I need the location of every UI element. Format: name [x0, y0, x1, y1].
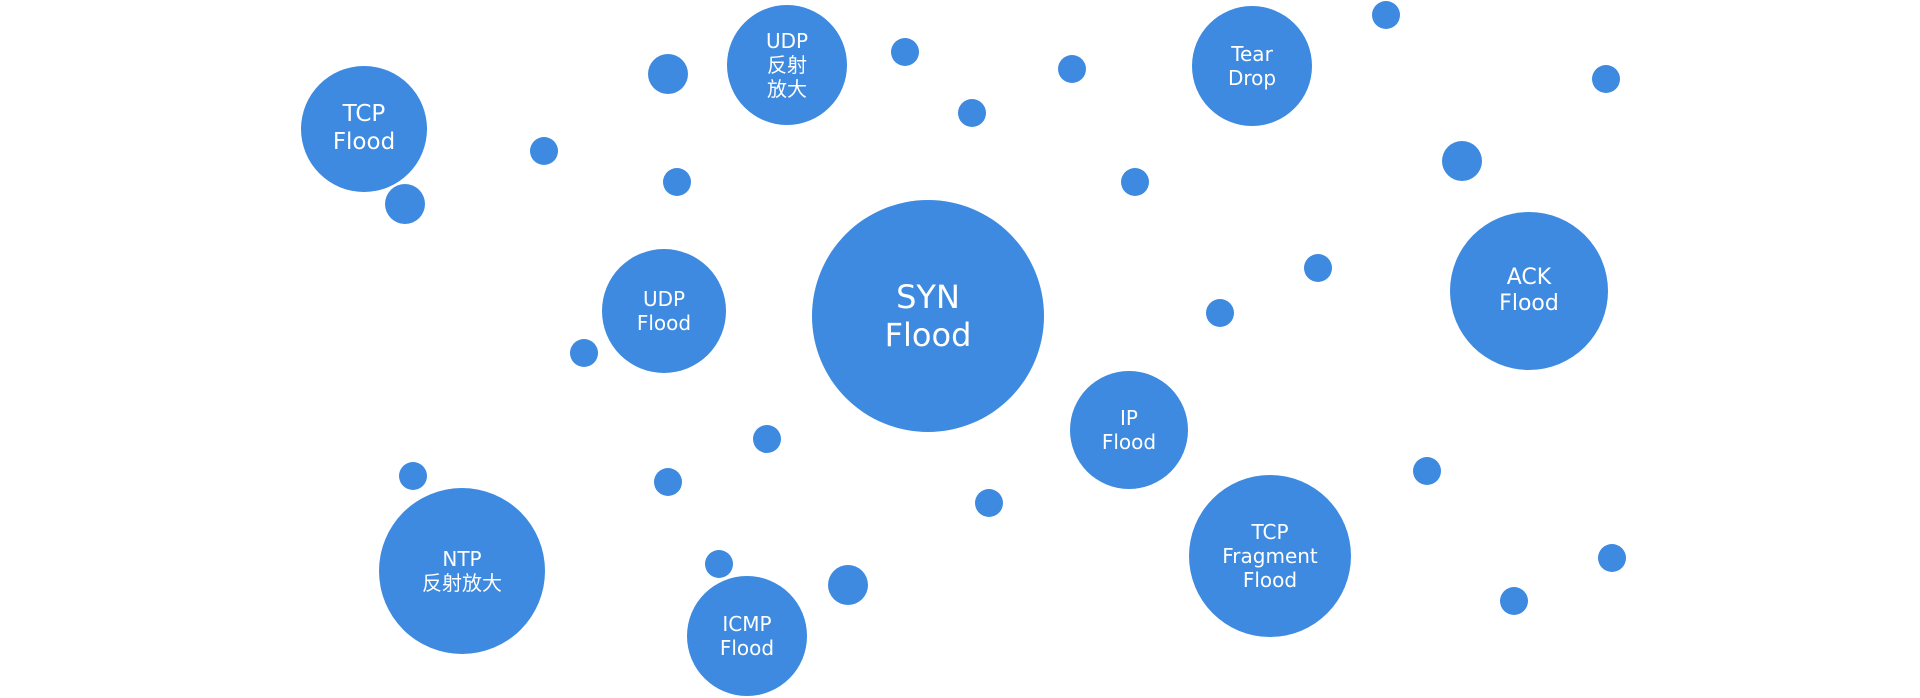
decorative-dot — [1598, 544, 1626, 572]
decorative-dot — [654, 468, 682, 496]
decorative-dot — [648, 54, 688, 94]
decorative-dot — [1592, 65, 1620, 93]
decorative-dot — [1304, 254, 1332, 282]
decorative-dot — [828, 565, 868, 605]
tear-drop-label-line: Tear — [1231, 42, 1273, 66]
ack-flood-label-line: ACK — [1506, 264, 1552, 290]
ntp-reflect-label-line: 反射放大 — [422, 571, 502, 595]
decorative-dot — [753, 425, 781, 453]
udp-reflect-label-line: UDP — [765, 29, 809, 53]
tcp-flood-label-line: TCP — [342, 101, 386, 128]
udp-flood-label-line: UDP — [642, 287, 686, 311]
tcp-flood-label-line: Flood — [332, 129, 396, 155]
decorative-dot — [958, 99, 986, 127]
decorative-dot — [663, 168, 691, 196]
syn-flood-label-line: SYN — [896, 277, 960, 316]
tcp-fragment-flood-label-line: Flood — [1242, 568, 1298, 592]
decorative-dot — [1206, 299, 1234, 327]
ntp-reflect-label-line: NTP — [442, 547, 482, 571]
ip-flood-label-line: IP — [1120, 406, 1138, 430]
decorative-dot — [1500, 587, 1528, 615]
decorative-dot — [975, 489, 1003, 517]
tcp-fragment-flood-label-line: TCP — [1251, 520, 1289, 544]
icmp-flood-label-line: ICMP — [722, 612, 772, 636]
decorative-dot — [385, 184, 425, 224]
decorative-dot — [705, 550, 733, 578]
decorative-dot — [530, 137, 558, 165]
syn-flood-label-line: Flood — [884, 316, 972, 354]
udp-reflect-label-line: 放大 — [767, 77, 807, 101]
decorative-dot — [891, 38, 919, 66]
decorative-dot — [399, 462, 427, 490]
ip-flood-label-line: Flood — [1101, 430, 1157, 454]
tear-drop-label-line: Drop — [1227, 66, 1277, 90]
decorative-dot — [570, 339, 598, 367]
decorative-dot — [1413, 457, 1441, 485]
decorative-dot — [1372, 1, 1400, 29]
decorative-dot — [1058, 55, 1086, 83]
decorative-dot — [1442, 141, 1482, 181]
decorative-dot — [1121, 168, 1149, 196]
tcp-fragment-flood-label-line: Fragment — [1222, 544, 1318, 568]
icmp-flood-label-line: Flood — [719, 636, 775, 660]
ack-flood-label-line: Flood — [1499, 291, 1559, 316]
udp-flood-label-line: Flood — [636, 311, 692, 335]
udp-reflect-label-line: 反射 — [767, 53, 807, 77]
